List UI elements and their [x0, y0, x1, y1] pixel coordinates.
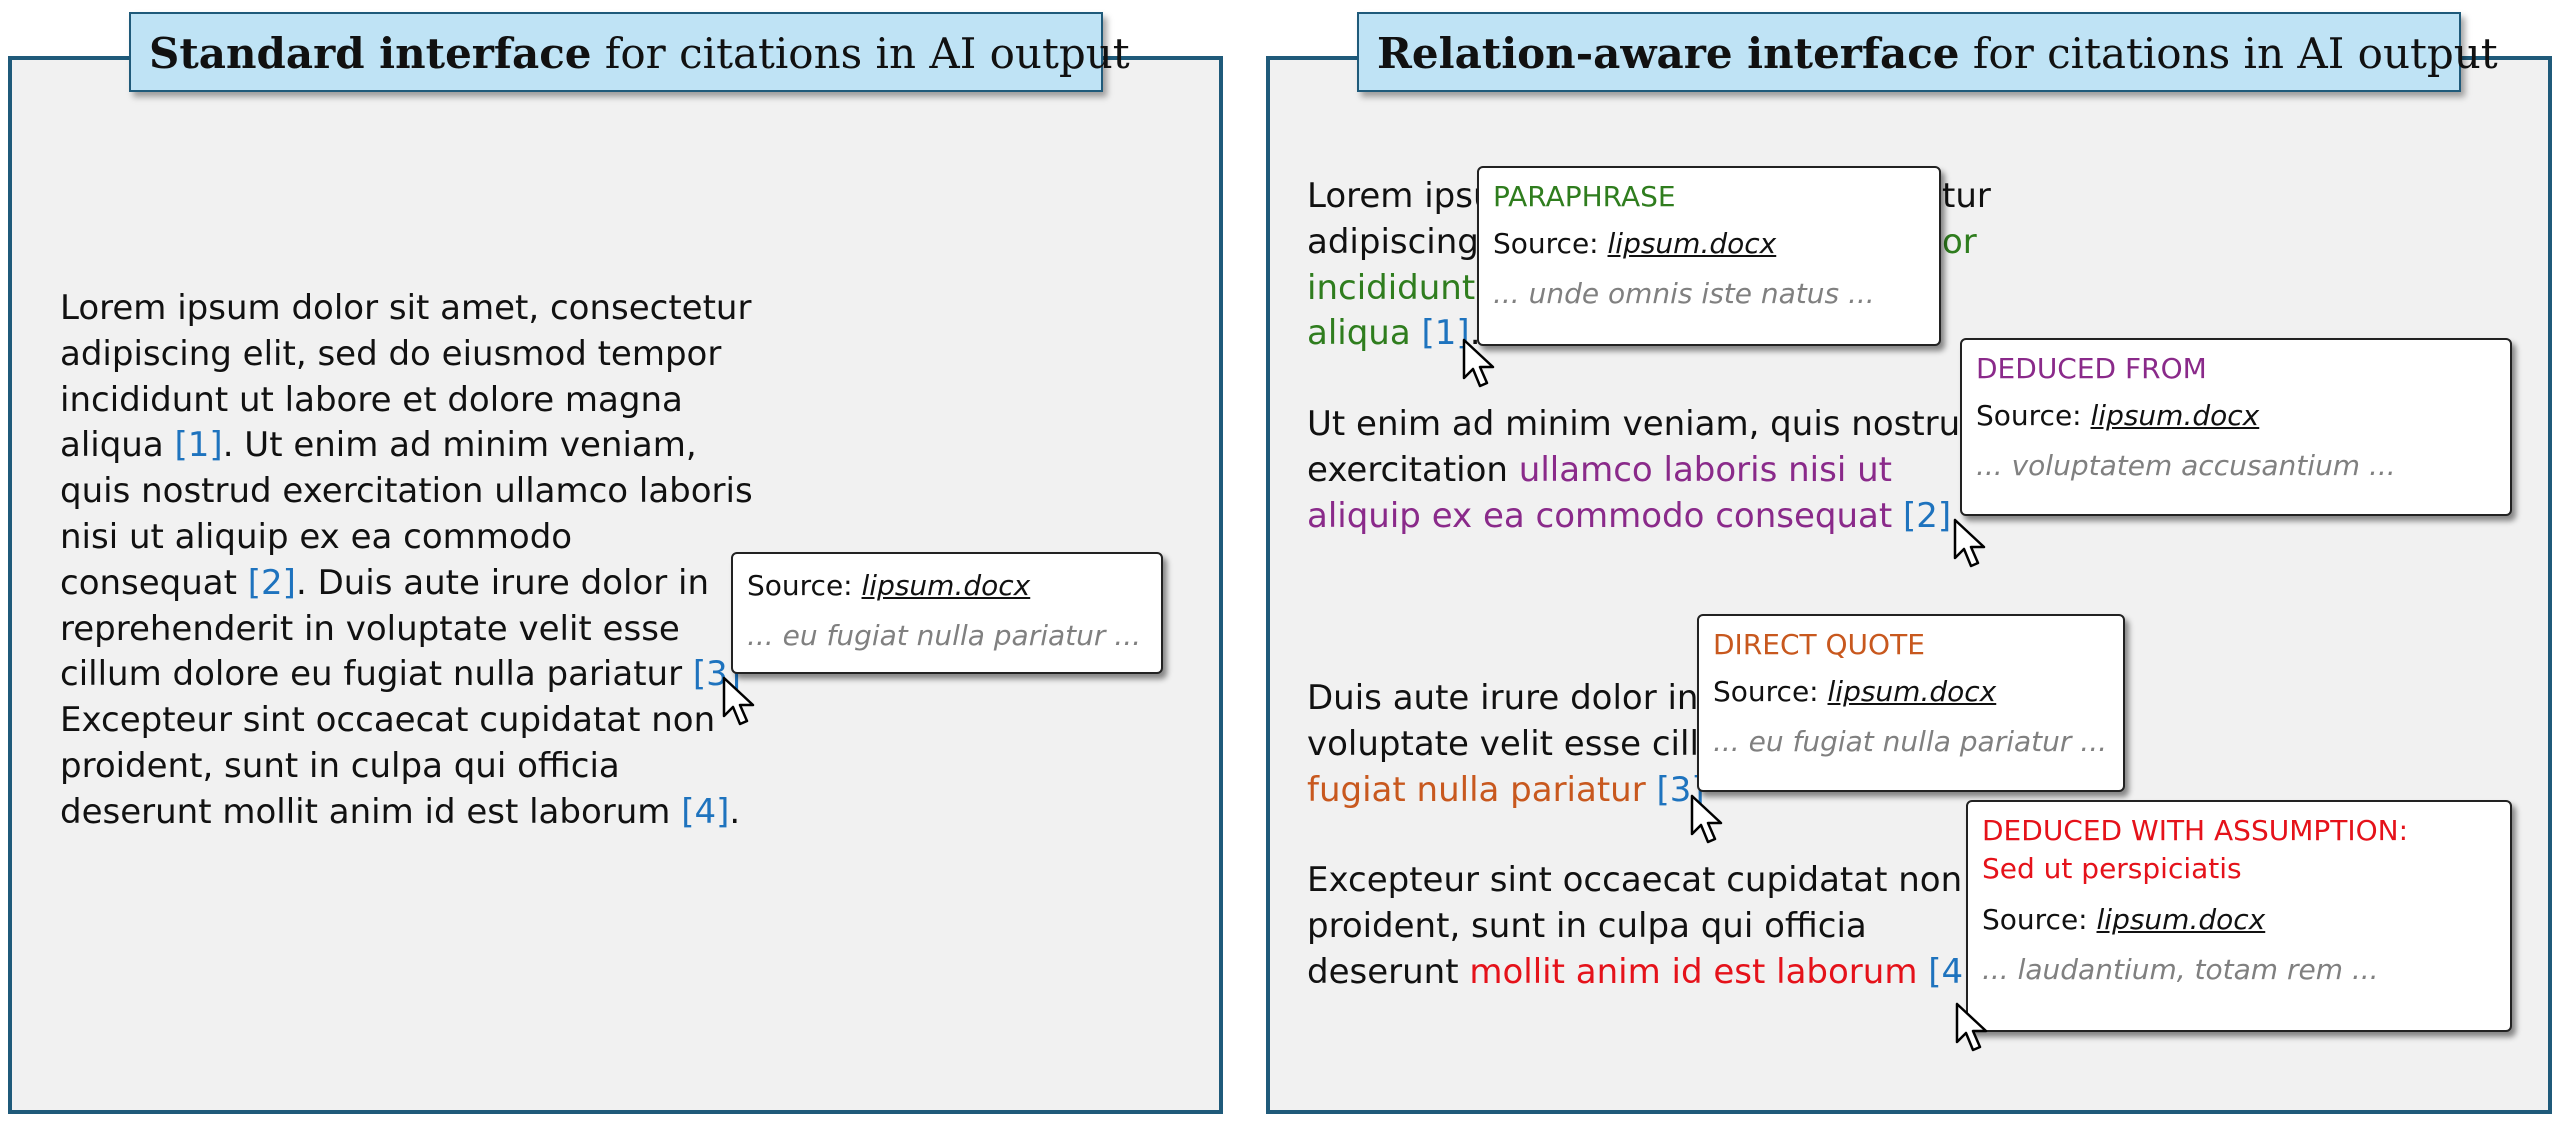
relation-label-direct-quote: DIRECT QUOTE	[1713, 628, 1925, 661]
assumption-text: Sed ut perspiciatis	[1982, 852, 2242, 885]
standard-interface-title: Standard interface for citations in AI o…	[129, 12, 1130, 92]
relation-label-deduced-from: DEDUCED FROM	[1976, 352, 2207, 385]
answer-paragraph-1: Lorem ipsu adipiscing incididunt aliqua …	[1307, 176, 1495, 354]
mouse-pointer-icon	[1955, 1002, 1988, 1052]
mouse-pointer-icon	[1690, 794, 1723, 844]
source-file-link[interactable]: lipsum.docx	[2090, 399, 2260, 432]
direct-quote-popup: DIRECT QUOTE Source: lipsum.docx ... eu …	[1697, 614, 2125, 792]
source-file-link[interactable]: lipsum.docx	[1607, 227, 1777, 260]
source-snippet: ... eu fugiat nulla pariatur ...	[1713, 725, 2107, 758]
citation-4[interactable]: [4]	[681, 791, 730, 832]
source-snippet: ... voluptatem accusantium ...	[1976, 449, 2396, 482]
standard-answer-text: Lorem ipsum dolor sit amet, consectetur …	[60, 288, 753, 832]
answer-paragraph-3: Duis aute irure dolor in voluptate velit…	[1307, 678, 1721, 810]
citation-2[interactable]: [2]	[1903, 495, 1952, 536]
answer-paragraph-1-tail: tur or	[1942, 176, 1991, 262]
source-snippet: ... eu fugiat nulla pariatur ...	[747, 619, 1141, 652]
paraphrase-popup: PARAPHRASE Source: lipsum.docx ... unde …	[1477, 166, 1941, 346]
source-file-link[interactable]: lipsum.docx	[2096, 903, 2266, 936]
mouse-pointer-icon	[1462, 338, 1495, 388]
deduced-from-popup: DEDUCED FROM Source: lipsum.docx ... vol…	[1960, 338, 2512, 516]
citation-1[interactable]: [1]	[174, 425, 223, 466]
deduced-with-assumption-popup: DEDUCED WITH ASSUMPTION: Sed ut perspici…	[1966, 800, 2512, 1032]
mouse-pointer-icon	[1953, 518, 1986, 568]
relation-label-paraphrase: PARAPHRASE	[1493, 180, 1676, 213]
answer-paragraph-2: Ut enim ad minim veniam, quis nostru exe…	[1307, 404, 1962, 536]
answer-paragraph-4: Excepteur sint occaecat cupidatat non pr…	[1307, 860, 1987, 992]
citation-1[interactable]: [1]	[1421, 313, 1470, 354]
standard-citation-popup: Source: lipsum.docx ... eu fugiat nulla …	[731, 552, 1163, 674]
mouse-pointer-icon	[722, 676, 755, 726]
source-snippet: ... unde omnis iste natus ...	[1493, 277, 1875, 310]
relation-label-deduced-with-assumption: DEDUCED WITH ASSUMPTION:	[1982, 814, 2409, 847]
relation-aware-interface-title: Relation-aware interface for citations i…	[1357, 12, 2498, 92]
source-snippet: ... laudantium, totam rem ...	[1982, 953, 2379, 986]
source-file-link[interactable]: lipsum.docx	[1827, 675, 1997, 708]
source-file-link[interactable]: lipsum.docx	[861, 569, 1031, 602]
citation-2[interactable]: [2]	[247, 562, 296, 603]
